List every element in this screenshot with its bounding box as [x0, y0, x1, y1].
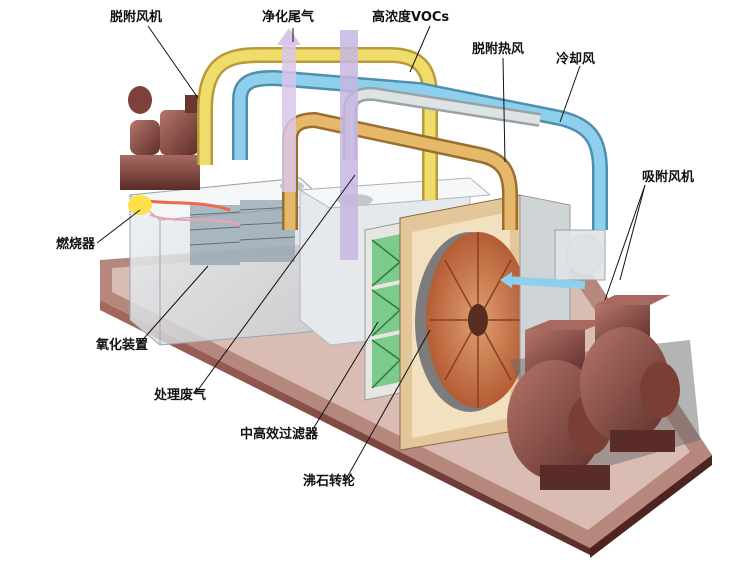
oxidation-device	[128, 177, 332, 346]
label-burner: 燃烧器	[56, 237, 96, 252]
label-high-conc-vocs: 高浓度VOCs	[372, 10, 450, 25]
label-cooling-air: 冷却风	[556, 52, 596, 67]
label-zeolite-rotor: 沸石转轮	[303, 474, 356, 489]
exhaust-stacks	[277, 28, 358, 260]
label-desorption-hot-air: 脱附热风	[472, 42, 525, 57]
label-adsorption-fan: 吸附风机	[642, 170, 695, 185]
adsorption-fans	[507, 229, 700, 490]
label-oxidation-device: 氧化装置	[96, 338, 149, 353]
label-purified-exhaust: 净化尾气	[262, 10, 315, 25]
label-treated-waste-gas: 处理废气	[154, 388, 207, 403]
label-desorption-fan: 脱附风机	[110, 10, 163, 25]
zeolite-rotor	[399, 194, 571, 451]
label-hepa-filter: 中高效过滤器	[240, 427, 319, 442]
leader-lines	[96, 25, 646, 482]
desorption-fan	[120, 86, 203, 190]
hepa-filter	[364, 221, 406, 401]
